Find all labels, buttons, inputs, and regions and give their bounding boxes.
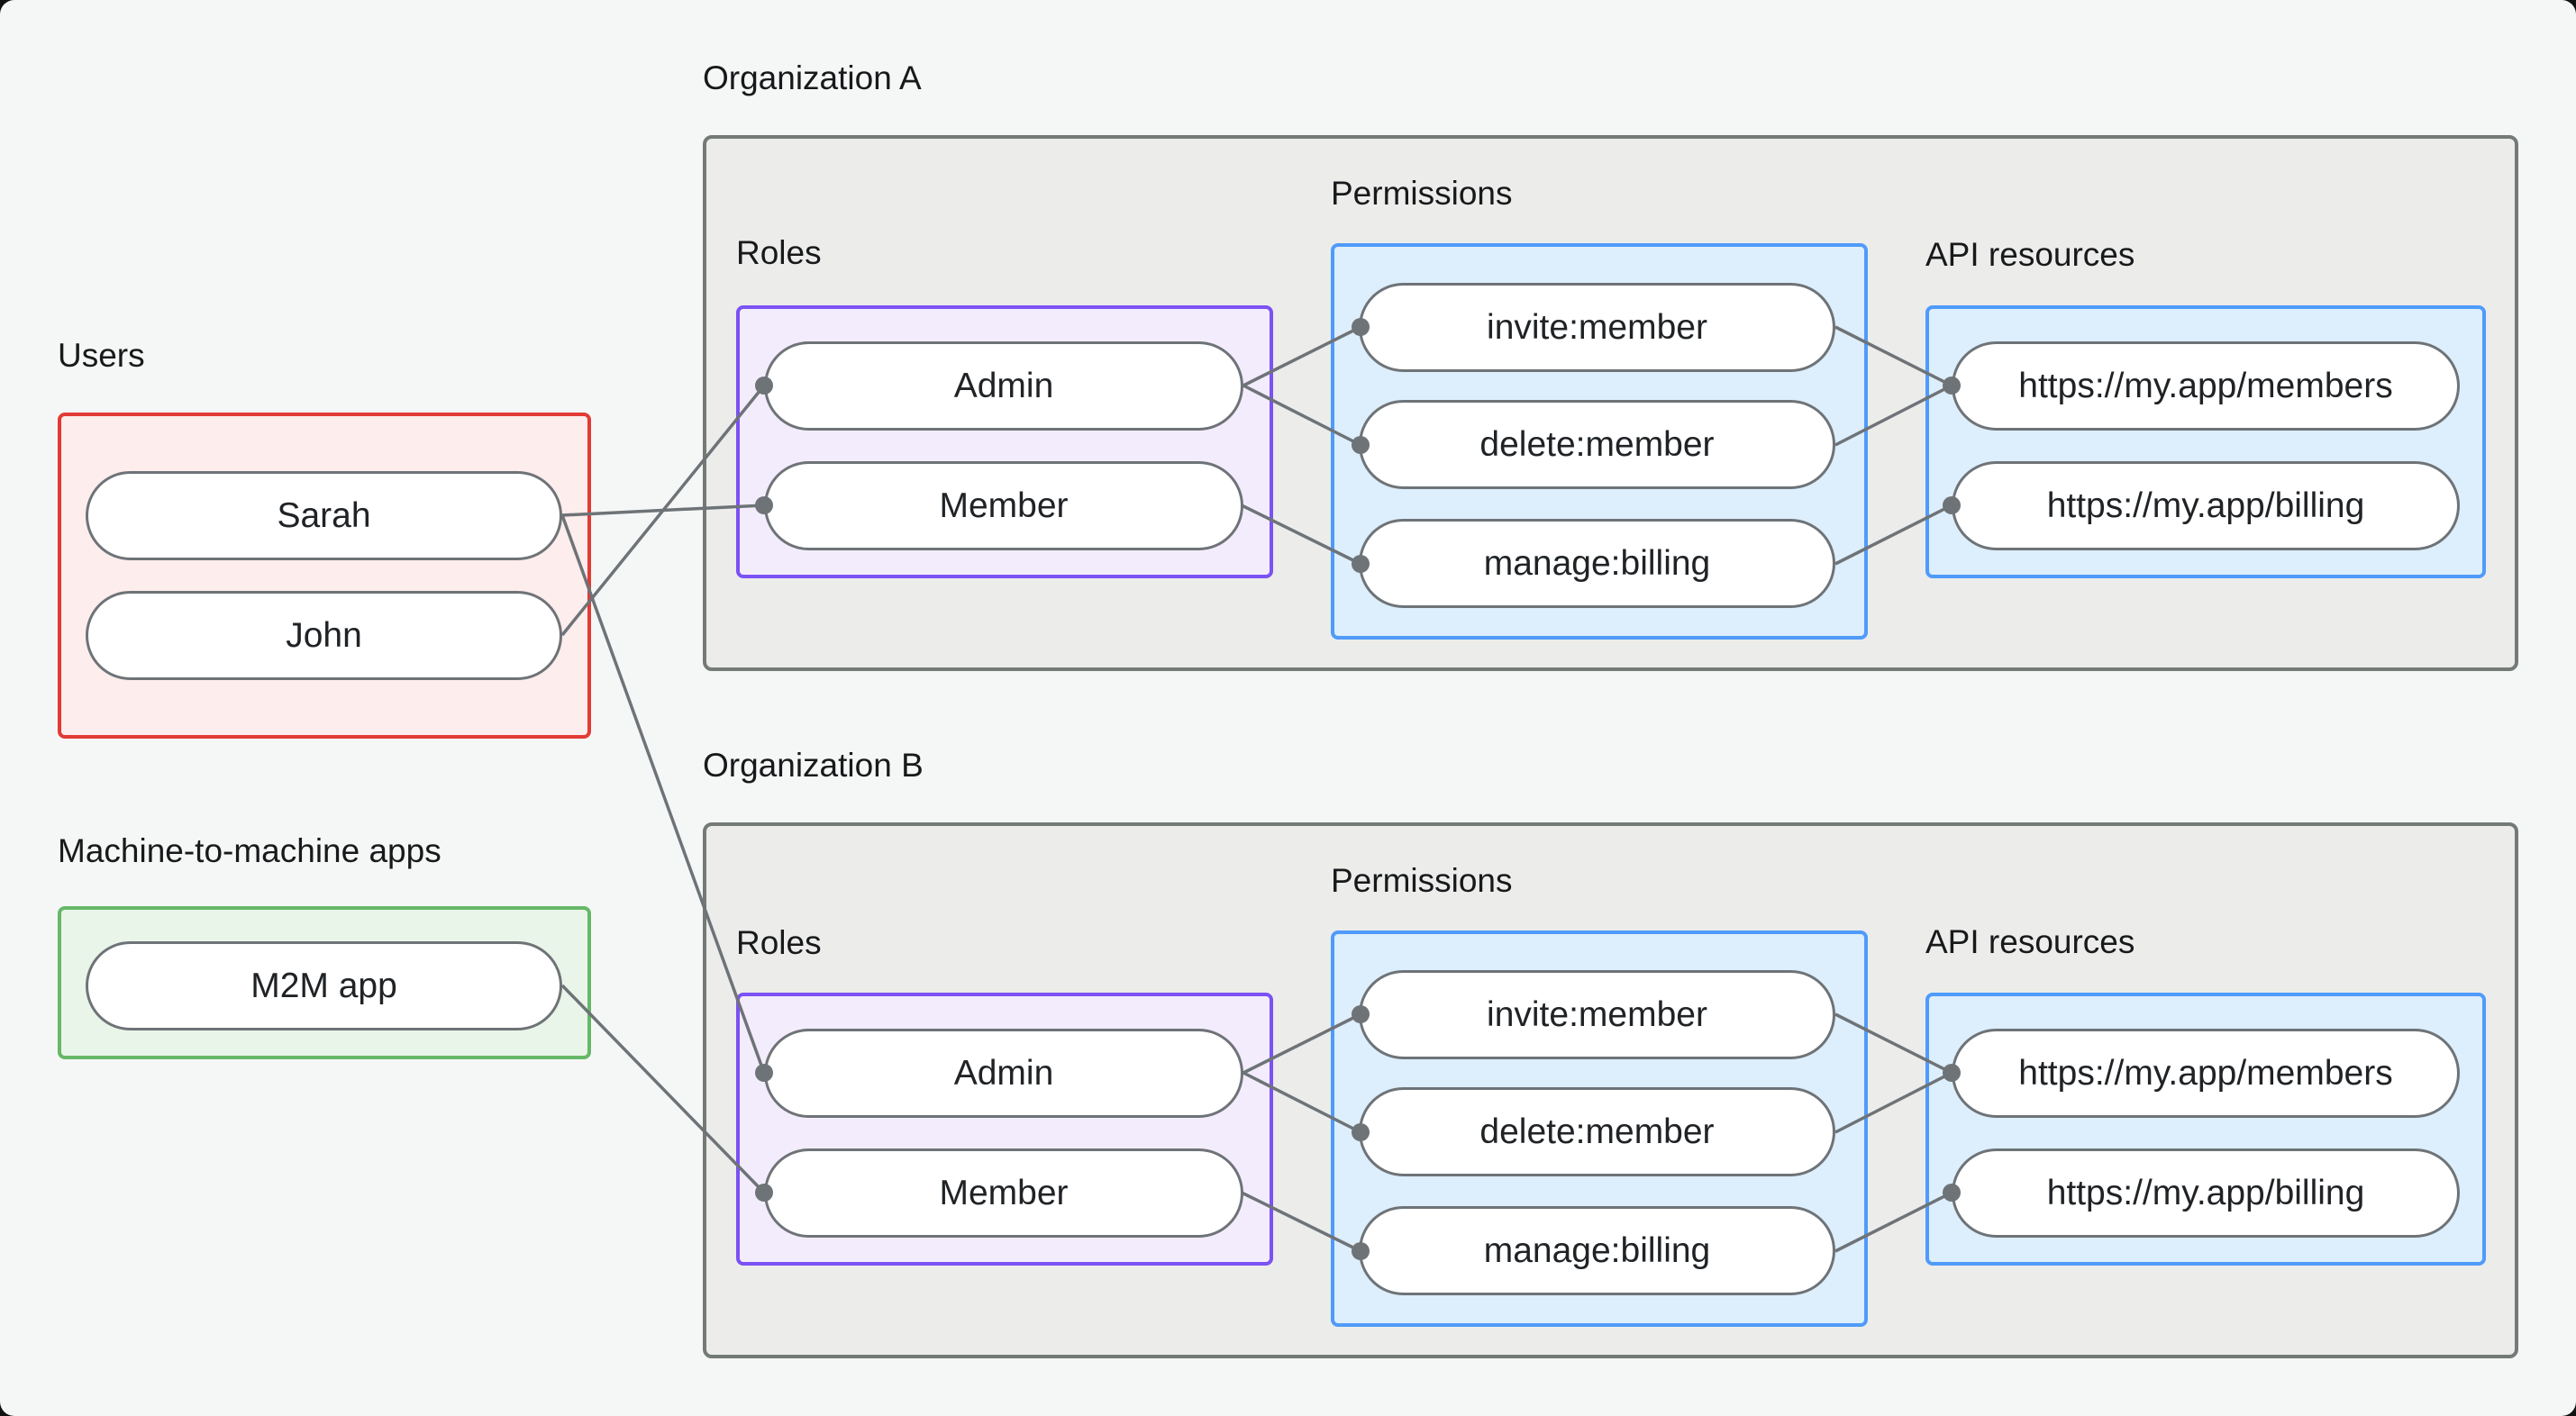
org-a-role-admin: Admin [764, 341, 1243, 431]
org-b-role-member: Member [764, 1148, 1243, 1238]
org-b-roles-label: Roles [736, 924, 822, 961]
org-a-role-member: Member [764, 461, 1243, 550]
user-node-sarah: Sarah [86, 471, 562, 560]
org-a-api-billing: https://my.app/billing [1952, 461, 2460, 550]
org-a-api-resources-label: API resources [1925, 236, 2135, 273]
org-b-api-billing: https://my.app/billing [1952, 1148, 2460, 1238]
m2m-group-label: Machine-to-machine apps [58, 832, 441, 869]
users-group-box [58, 413, 591, 739]
org-b-title: Organization B [703, 747, 924, 784]
org-b-api-members: https://my.app/members [1952, 1029, 2460, 1118]
org-a-roles-label: Roles [736, 234, 822, 271]
org-b-permission-delete-member: delete:member [1359, 1087, 1835, 1176]
org-a-permission-invite-member: invite:member [1359, 283, 1835, 372]
org-b-role-admin: Admin [764, 1029, 1243, 1118]
org-a-permission-delete-member: delete:member [1359, 400, 1835, 489]
user-node-john: John [86, 591, 562, 680]
users-group-label: Users [58, 337, 145, 374]
org-b-permissions-label: Permissions [1331, 862, 1513, 899]
org-a-title: Organization A [703, 59, 922, 96]
org-a-permission-manage-billing: manage:billing [1359, 519, 1835, 608]
m2m-node-app: M2M app [86, 941, 562, 1030]
org-b-permission-manage-billing: manage:billing [1359, 1206, 1835, 1295]
org-a-permissions-label: Permissions [1331, 175, 1513, 212]
org-b-permission-invite-member: invite:member [1359, 970, 1835, 1059]
org-a-api-members: https://my.app/members [1952, 341, 2460, 431]
org-b-api-resources-label: API resources [1925, 923, 2135, 960]
